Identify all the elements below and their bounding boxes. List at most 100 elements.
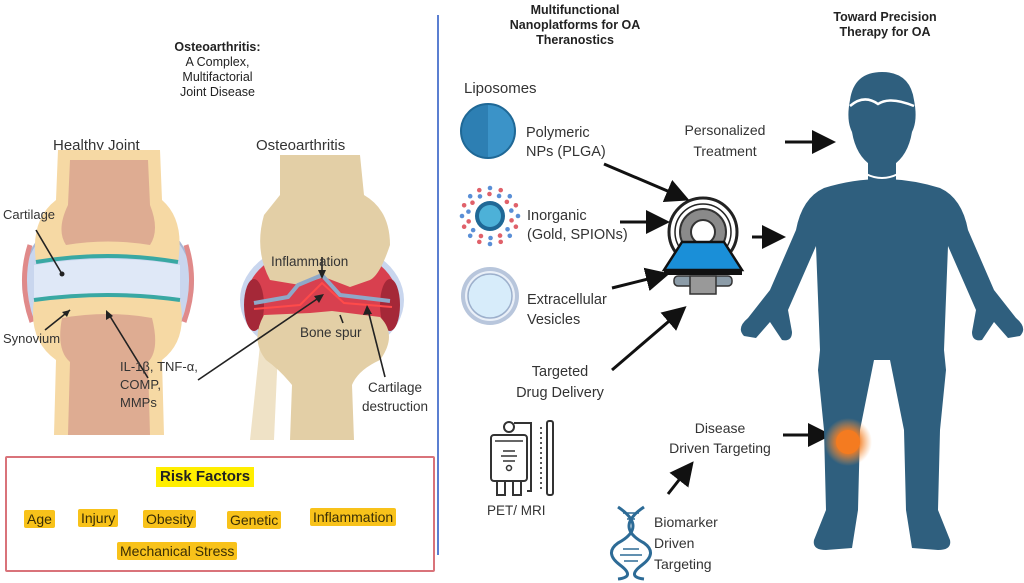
title-line: Theranostics (536, 33, 614, 47)
human-figure-icon (740, 72, 1024, 550)
dna-icon (610, 505, 652, 581)
surface-ligand-dot (461, 224, 467, 230)
surface-ligand-dot (507, 233, 513, 239)
arrow-delivery-to-scanner (611, 306, 687, 372)
synovium-layer (21, 244, 35, 323)
oa-joint-illustration (197, 155, 404, 440)
label-line: Biomarker (654, 514, 718, 530)
label-line: Cartilage (367, 380, 423, 395)
label-line: (Gold, SPIONs) (527, 227, 628, 243)
vesicle-label: Extracellular Vesicles (527, 290, 607, 330)
marker-line: COMP, (120, 377, 161, 392)
left-panel-title: Osteoarthritis: A Complex, Multifactoria… (150, 40, 285, 100)
disease-targeting-label: Disease Driven Targeting (655, 418, 785, 458)
middle-panel-title: Multifunctional Nanoplatforms for OA The… (490, 3, 660, 48)
surface-ligand-dot (466, 209, 471, 214)
bone-marrow (61, 160, 155, 245)
surface-ligand-dot (513, 202, 519, 208)
damaged-cartilage (253, 272, 391, 305)
marker-line: IL-1β, TNF-α, (120, 359, 198, 374)
risk-tag-injury: Injury (78, 509, 119, 527)
polymeric-np-icon (460, 103, 516, 159)
surface-ligand-dot (467, 193, 473, 199)
cartilage-label: Cartilage (3, 207, 56, 222)
title-line: Toward Precision (833, 10, 937, 24)
risk-factors-box (5, 456, 435, 572)
femur-bone-oa (260, 155, 390, 287)
tibia-bone-oa (257, 311, 389, 440)
polymeric-np-label: Polymeric NPs (PLGA) (526, 124, 606, 162)
surface-ligand-dot (504, 199, 510, 205)
scanner-icon (661, 196, 745, 295)
markers-label: IL-1β, TNF-α, COMP, MMPs (120, 358, 198, 412)
label-line: Vesicles (527, 312, 581, 328)
synovium-layer (181, 244, 195, 323)
cartilage-arrow (35, 229, 63, 275)
surface-ligand-dot (478, 233, 484, 239)
risk-tag-inflammation: Inflammation (310, 508, 397, 526)
surface-ligand-dot (477, 194, 483, 199)
label-line: Treatment (693, 143, 757, 159)
label-line: Targeted (531, 364, 589, 380)
healthy-joint-heading: Healthy Joint (53, 137, 140, 154)
marker-line: MMPs (120, 395, 157, 410)
surface-ligand-dot (509, 218, 514, 223)
surface-ligand-dot (513, 224, 519, 230)
title-line: Nanoplatforms for OA (509, 18, 641, 32)
figure-head (848, 72, 916, 166)
risk-factors-title: Risk Factors (156, 467, 255, 487)
synovium-label: Synovium (3, 331, 61, 346)
surface-ligand-dot (488, 235, 493, 241)
title-line: Multifactorial (182, 70, 253, 84)
risk-tag-obesity: Obesity (143, 510, 197, 528)
label-line: Targeting (654, 556, 712, 572)
bone-marrow (60, 314, 156, 435)
label-line: Personalized (684, 122, 766, 138)
surface-ligand-dot (487, 191, 492, 197)
title-line: Multifunctional (530, 3, 620, 17)
cartilage-destruction-label: Cartilage destruction (352, 378, 438, 416)
marker-to-oa-arrow (197, 296, 321, 381)
title-line: Joint Disease (179, 85, 256, 99)
surface-ligand-dot (496, 193, 502, 199)
surface-ligand-dot (470, 227, 476, 233)
biomarker-targeting-label: Biomarker Driven Targeting (654, 512, 718, 575)
surface-ligand-dot (476, 239, 482, 245)
risk-tag-age: Age (24, 510, 55, 528)
personalized-treatment-label: Personalized Treatment (670, 120, 780, 162)
surface-ligand-dot (509, 208, 514, 213)
joint-space (34, 259, 180, 298)
label-line: Polymeric (526, 125, 590, 141)
oa-joint-heading: Osteoarthritis (256, 137, 346, 154)
pet-mri-scanner-icon (490, 420, 554, 496)
inorganic-np-label: Inorganic (Gold, SPIONs) (527, 207, 628, 245)
surface-ligand-dot (487, 185, 493, 191)
surface-ligand-dot (515, 213, 521, 219)
right-panel-title: Toward Precision Therapy for OA (810, 10, 960, 40)
cartilage-destruction-arrow (367, 309, 386, 378)
label-line: Extracellular (527, 292, 607, 308)
arrow-vesicle-to-scanner (611, 267, 670, 292)
risk-tag-genetic: Genetic (227, 511, 282, 529)
label-line: Inorganic (527, 208, 587, 224)
title-line: Therapy for OA (839, 25, 931, 39)
surface-ligand-dot (507, 193, 513, 199)
label-line: destruction (361, 399, 429, 414)
surface-ligand-dot (487, 241, 493, 247)
risk-tag-mechanical-stress: Mechanical Stress (117, 542, 238, 560)
cartilage-top (35, 254, 179, 264)
surface-ligand-dot (497, 233, 503, 238)
targeted-delivery-label: Targeted Drug Delivery (500, 362, 620, 404)
title-line: A Complex, (185, 55, 250, 69)
pet-mri-label: PET/ MRI (487, 503, 546, 518)
surface-ligand-dot (505, 226, 510, 232)
figure-body (740, 179, 1024, 550)
surface-ligand-dot (466, 219, 471, 224)
surface-ligand-dot (470, 200, 475, 206)
liposomes-label: Liposomes (464, 80, 537, 97)
inorganic-np-icon (459, 185, 521, 247)
surface-ligand-dot (459, 213, 465, 219)
arrow-biomarker-to-disease (666, 461, 694, 495)
bone-spur-arrow (339, 314, 344, 324)
label-line: Disease (694, 420, 746, 436)
